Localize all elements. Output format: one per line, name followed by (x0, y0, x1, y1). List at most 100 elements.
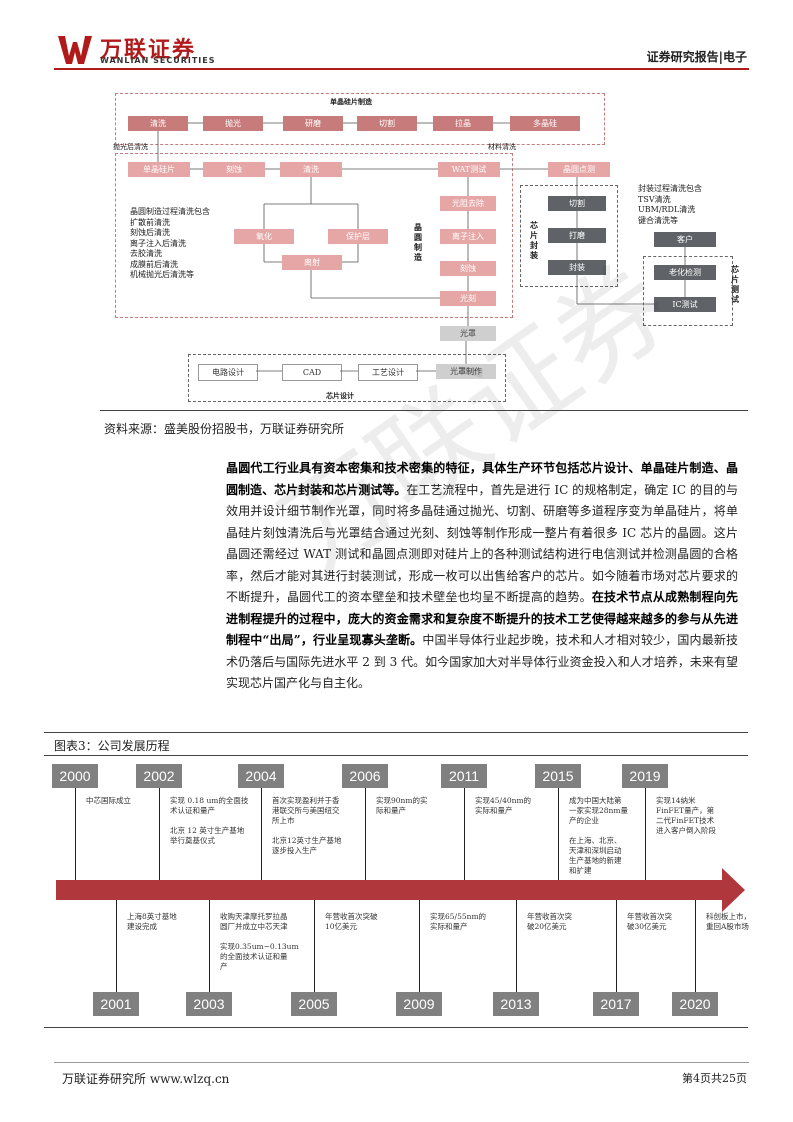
package-step-3: 封装 (548, 260, 606, 275)
branch-protect: 保护层 (328, 229, 388, 244)
top-step-4: 切割 (357, 116, 417, 131)
timeline-event-top: 中芯国际成立 (86, 796, 131, 805)
timeline-stem-top (261, 788, 262, 880)
polish-clean-label: 抛光后清洗 (113, 143, 148, 151)
branch-sputter: 离射 (282, 255, 342, 270)
top-step-2: 抛光 (203, 116, 263, 131)
fab-step-2: 离子注入 (440, 229, 496, 244)
timeline-year-bottom: 2003 (186, 992, 232, 1016)
para-text-1: 在工艺流程中，首先是进行 IC 的规格制定，确定 IC 的目的与效用并设计细节制… (226, 482, 738, 605)
flow-arrows (157, 122, 686, 372)
fab-step-4: 光刻 (440, 291, 496, 306)
timeline-year-top: 2004 (238, 764, 284, 788)
wafer-step-1: 单晶硅片 (128, 162, 190, 177)
test-group (643, 256, 733, 326)
package-step-2: 打磨 (548, 228, 606, 243)
source-divider (100, 410, 748, 411)
single-wafer-title: 单晶硅片制造 (330, 97, 372, 106)
test-step-2: 老化检测 (654, 265, 716, 280)
branch-oxidation: 氧化 (234, 229, 294, 244)
timeline-stem-bottom (516, 900, 517, 992)
brand-logo-icon (58, 36, 92, 64)
design-step-1: 电路设计 (198, 364, 258, 381)
brand-name: 万联证券 (100, 38, 197, 63)
test-step-1: 客户 (654, 232, 716, 247)
package-step-1: 切割 (548, 196, 606, 211)
timeline-year-bottom: 2009 (396, 992, 442, 1016)
package-label: 芯片封装 (530, 220, 538, 260)
fab-step-1: 光阻去除 (440, 196, 496, 211)
timeline-event-top: 实现45/40nm的 实际和量产 (475, 796, 532, 815)
fab-notes: 晶圆制造过程清洗包含 扩散前清洗 刻蚀后清洗 离子注入后清洗 去胶清洗 成膜前后… (130, 207, 210, 279)
footer-institute: 万联证券研究所 www.wlzq.cn (62, 1072, 230, 1086)
timeline-year-bottom: 2017 (593, 992, 639, 1016)
timeline-stem-top (645, 788, 646, 880)
design-step-2: CAD (282, 364, 342, 381)
design-step-3: 工艺设计 (358, 364, 418, 381)
timeline-year-top: 2011 (441, 764, 487, 788)
wat-test: WAT测试 (438, 162, 500, 177)
single-wafer-group (115, 93, 605, 145)
brand-name-en: WANLIAN SECURITIES (100, 56, 216, 65)
timeline-year-bottom: 2005 (291, 992, 337, 1016)
test-label: 芯片测试 (731, 264, 739, 304)
timeline-event-top: 实现 0.18 um的全面技 术认证和量产 北京 12 英寸生产基地 举行奠基仪… (170, 796, 249, 845)
figure-bottom-rule (44, 1027, 748, 1028)
wafer-step-2: 刻蚀 (203, 162, 265, 177)
para-text-2: 中国半导体行业起步晚，技术和人才相对较少，国内最新技术仍落后与国际先进水平 2 … (226, 633, 738, 690)
timeline-year-top: 2019 (622, 764, 668, 788)
timeline-event-bottom: 科创板上市， 重回A股市场 (706, 912, 751, 931)
header-divider (54, 68, 749, 70)
timeline-year-top: 2002 (136, 764, 182, 788)
para-bold-2: 在技术节点从成熟制程向先进制程提升的过程中，庞大的资金需求和复杂度不断提升的技术… (226, 590, 738, 647)
design-label: 芯片设计 (326, 391, 354, 400)
para-bold-1: 晶圆代工行业具有资本密集和技术密集的特征，具体生产环节包括芯片设计、单晶硅片制造… (226, 461, 738, 497)
material-clean-label: 材料清洗 (488, 143, 516, 151)
timeline-stem-bottom (616, 900, 617, 992)
timeline-stem-bottom (314, 900, 315, 992)
timeline-event-bottom: 年营收首次突破 10亿美元 (325, 912, 378, 931)
top-step-5: 拉晶 (433, 116, 493, 131)
timeline-event-bottom: 收购天津摩托罗拉晶 圆厂并成立中芯天津 实现0.35um~0.13um 的全面技… (220, 912, 299, 971)
timeline-stem-bottom (209, 900, 210, 992)
timeline-year-top: 2015 (535, 764, 581, 788)
timeline-stem-top (365, 788, 366, 880)
timeline-stem-top (464, 788, 465, 880)
timeline-stem-bottom (419, 900, 420, 992)
timeline-stem-bottom (695, 900, 696, 992)
design-group (188, 354, 506, 402)
page-number: 第4页共25页 (682, 1072, 747, 1085)
test-step-3: IC测试 (654, 297, 716, 312)
timeline-event-top: 首次实现盈利并于香 港联交所与美国纽交 所上市 北京12英寸生产基地 逐步投入生… (272, 796, 342, 855)
timeline-year-bottom: 2013 (493, 992, 539, 1016)
timeline-year-bottom: 2020 (672, 992, 718, 1016)
top-step-3: 研磨 (283, 116, 343, 131)
timeline-stem-bottom (116, 900, 117, 992)
wafer-probe: 晶圆点测 (548, 162, 610, 177)
timeline-year-bottom: 2001 (93, 992, 139, 1016)
top-step-6: 多晶硅 (510, 116, 580, 131)
fab-group (115, 153, 513, 318)
wafer-step-3: 清洗 (280, 162, 342, 177)
design-step-4: 光罩制作 (436, 364, 496, 379)
timeline-event-top: 实现90nm的实 际和量产 (376, 796, 428, 815)
footer-divider (54, 1062, 749, 1063)
timeline-event-bottom: 上海8英寸基地 建设完成 (127, 912, 177, 931)
report-type: 证券研究报告|电子 (646, 50, 747, 64)
figure-top-rule (44, 732, 748, 733)
timeline-year-top: 2000 (52, 764, 98, 788)
timeline-event-bottom: 年营收首次突 破30亿美元 (627, 912, 672, 931)
timeline-event-top: 成为中国大陆第 一家实现28nm量 产的企业 在上海、北京、 天津和深圳启动 生… (569, 796, 628, 875)
body-paragraph: 晶圆代工行业具有资本密集和技术密集的特征，具体生产环节包括芯片设计、单晶硅片制造… (226, 458, 738, 695)
figure-title: 图表3：公司发展历程 (54, 739, 170, 753)
timeline-stem-top (558, 788, 559, 880)
figure-source: 资料来源：盛美股份招股书，万联证券研究所 (104, 422, 345, 436)
timeline-event-bottom: 年营收首次突 破20亿美元 (527, 912, 572, 931)
fab-step-3: 刻蚀 (440, 261, 496, 276)
package-notes: 封装过程清洗包含 TSV清洗 UBM/RDL清洗 键合清洗等 (638, 184, 702, 225)
timeline-stem-top (75, 788, 76, 880)
package-group (520, 185, 618, 287)
timeline-event-top: 实现14纳米 FinFET量产，第 二代FinFET技术 进入客户倒入阶段 (656, 796, 716, 835)
mask: 光罩 (440, 326, 496, 341)
